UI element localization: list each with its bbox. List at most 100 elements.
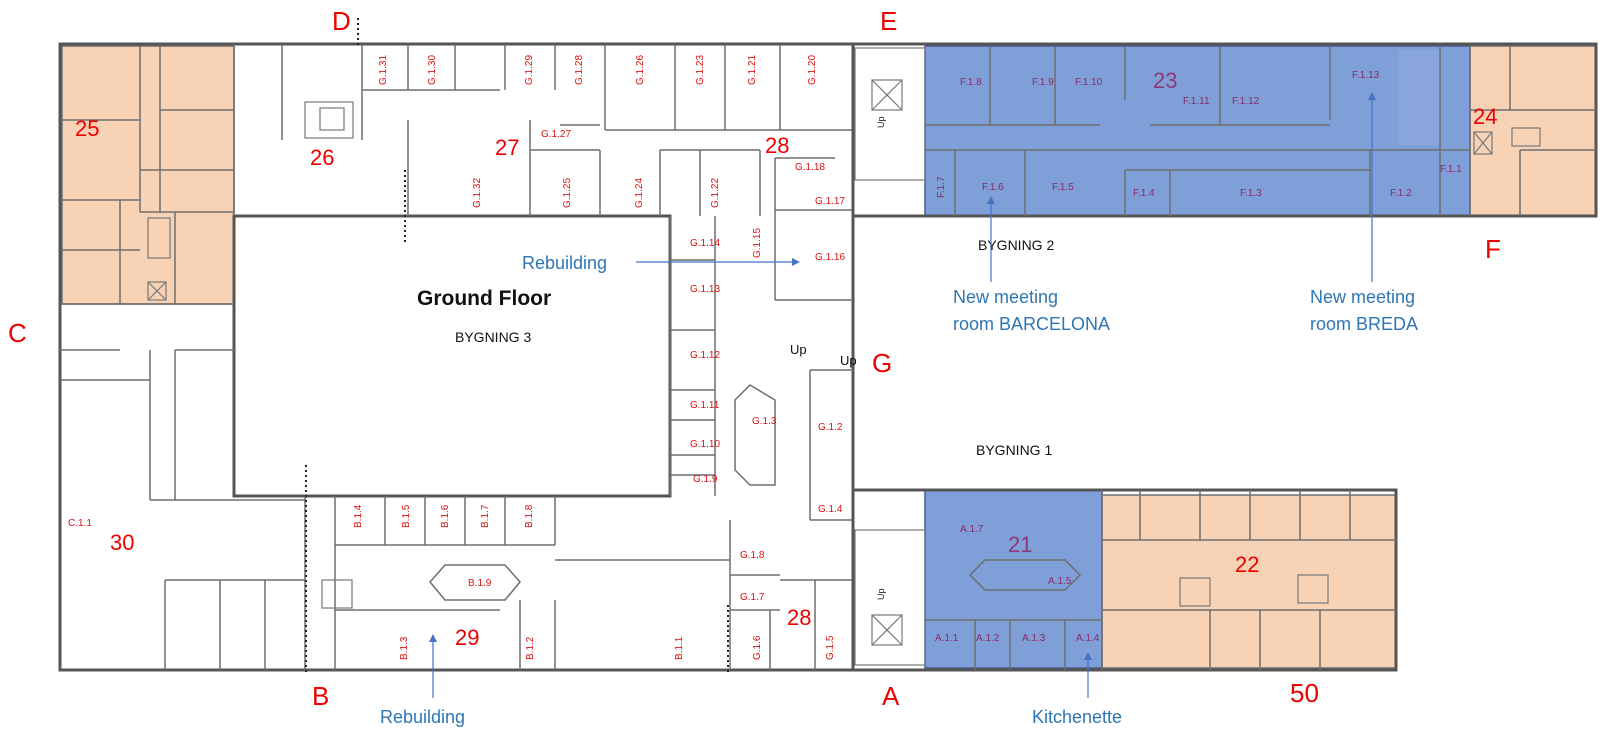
zone-25-rooms <box>62 46 234 304</box>
kitchenette-note: Kitchenette <box>1032 707 1122 727</box>
room-label: G.1.17 <box>815 196 845 207</box>
zone-22-label: 22 <box>1235 552 1259 577</box>
arrow-head-icon <box>1084 652 1092 660</box>
breda-room-shade <box>1398 50 1440 145</box>
building-3-room-labels: G.1.31 G.1.30 G.1.29 G.1.28 G.1.26 G.1.2… <box>68 55 845 660</box>
zone-24-label: 24 <box>1473 104 1497 129</box>
breda-note-line2: room BREDA <box>1310 314 1418 334</box>
rebuilding-note-b: Rebuilding <box>380 707 465 727</box>
room-label: F.1.10 <box>1075 77 1103 88</box>
zone-28-top-label: 28 <box>765 133 789 158</box>
stair-up-label: Up <box>876 116 886 128</box>
room-label: G.1.32 <box>472 178 483 208</box>
room-label: A.1.2 <box>976 633 1000 644</box>
room-label: F.1.4 <box>1133 188 1155 199</box>
room-label: B.1.9 <box>468 578 492 589</box>
zone-23-label: 23 <box>1153 68 1177 93</box>
room-label: G.1.26 <box>635 55 646 85</box>
room-label: G.1.27 <box>541 129 571 140</box>
room-label: F.1.7 <box>936 176 947 198</box>
stair-up-label: Up <box>790 342 807 357</box>
entrance-e: E <box>880 6 897 36</box>
arrow-head-icon <box>1368 92 1376 100</box>
room-label: G.1.29 <box>524 55 535 85</box>
room-label: G.1.25 <box>562 178 573 208</box>
room-label: G.1.30 <box>427 55 438 85</box>
room-label: B.1.7 <box>480 504 491 528</box>
room-label: G.1.28 <box>574 55 585 85</box>
room-label: B.1.6 <box>440 504 451 528</box>
room-label: G.1.5 <box>825 635 836 660</box>
zone-21-area <box>924 489 1103 669</box>
zone-24-area <box>1469 45 1597 217</box>
room-label: F.1.11 <box>1183 96 1210 107</box>
zone-26-label: 26 <box>310 145 334 170</box>
room-label: F.1.8 <box>960 77 982 88</box>
room-label: B.1.5 <box>401 504 412 528</box>
building-2-walls <box>851 42 1598 218</box>
room-label: F.1.5 <box>1052 182 1074 193</box>
room-label: B.1.8 <box>524 504 535 528</box>
zone-28-bottom-label: 28 <box>787 605 811 630</box>
room-label: G.1.10 <box>690 439 720 450</box>
zone-25-label: 25 <box>75 116 99 141</box>
entrance-c: C <box>8 318 27 348</box>
building-3-walls <box>58 18 855 675</box>
room-label: G.1.14 <box>690 238 720 249</box>
room-label: F.1.1 <box>1440 164 1462 175</box>
entrance-d: D <box>332 6 351 36</box>
zone-25-area <box>61 45 235 305</box>
room-label: B.1.4 <box>353 504 364 528</box>
room-label: A.1.1 <box>935 633 959 644</box>
room-label: G.1.23 <box>695 55 706 85</box>
room-label: G.1.12 <box>690 350 720 361</box>
zone-21-label: 21 <box>1008 532 1032 557</box>
building-3-label: BYGNING 3 <box>455 329 531 345</box>
room-label: B.1.2 <box>525 636 536 660</box>
room-label: B.1.1 <box>674 636 685 660</box>
room-label: F.1.3 <box>1240 188 1262 199</box>
room-label: A.1.4 <box>1076 633 1100 644</box>
rebuilding-note-g: Rebuilding <box>522 253 607 273</box>
room-label: A.1.7 <box>960 524 984 535</box>
building-1-label: BYGNING 1 <box>976 442 1052 458</box>
barcelona-note-line1: New meeting <box>953 287 1058 307</box>
room-label: F.1.9 <box>1032 77 1054 88</box>
room-label: G.1.15 <box>752 228 763 258</box>
zone-27-label: 27 <box>495 135 519 160</box>
room-label: G.1.4 <box>818 504 843 515</box>
room-label: G.1.16 <box>815 252 845 263</box>
entrance-f: F <box>1485 234 1501 264</box>
room-label: G.1.22 <box>710 178 721 208</box>
room-label: G.1.6 <box>752 635 763 660</box>
room-label: A.1.3 <box>1022 633 1046 644</box>
arrow-head-icon <box>429 634 437 642</box>
building-2-label: BYGNING 2 <box>978 237 1054 253</box>
zone-22-area <box>1101 494 1397 669</box>
zone-50-label: 50 <box>1290 678 1319 708</box>
room-label: F.1.13 <box>1352 70 1380 81</box>
stair-up-label: Up <box>876 588 886 600</box>
room-label: G.1.3 <box>752 416 777 427</box>
room-label: A.1.5 <box>1048 576 1072 587</box>
room-label: C.1.1 <box>68 518 92 529</box>
entrance-a: A <box>882 681 900 711</box>
room-label: G.1.24 <box>634 178 645 208</box>
barcelona-note-line2: room BARCELONA <box>953 314 1110 334</box>
room-label: F.1.6 <box>982 182 1004 193</box>
entrance-b: B <box>312 681 329 711</box>
room-label: G.1.8 <box>740 550 765 561</box>
zone-23-area <box>924 45 1471 217</box>
room-label: G.1.2 <box>818 422 843 433</box>
room-label: F.1.12 <box>1232 96 1260 107</box>
arrow-head-icon <box>792 258 800 266</box>
room-label: G.1.18 <box>795 162 825 173</box>
room-label: B.1.3 <box>399 636 410 660</box>
building-1-walls <box>851 488 1398 672</box>
arrow-head-icon <box>987 196 995 204</box>
floor-title: Ground Floor <box>417 287 551 310</box>
room-label: G.1.7 <box>740 592 765 603</box>
room-label: G.1.20 <box>807 55 818 85</box>
room-label: G.1.31 <box>378 55 389 85</box>
